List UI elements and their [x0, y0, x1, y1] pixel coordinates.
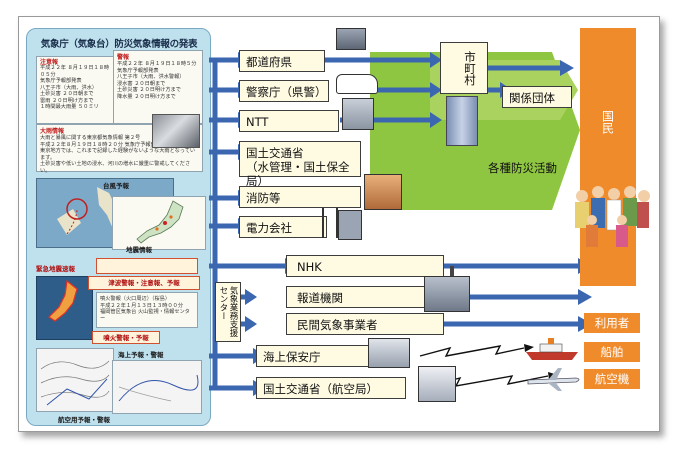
prefecture-building-icon: [336, 28, 366, 50]
aviation-chart: [112, 360, 202, 414]
people-icon: [575, 186, 650, 247]
police-car-icon: [336, 74, 378, 94]
prefecture-box: 都道府県: [239, 50, 325, 72]
fire-station-icon: [364, 174, 402, 210]
weather-chart: [36, 348, 114, 412]
power-box: 電力会社: [239, 216, 327, 238]
advisory-label: 注意報: [40, 59, 59, 66]
quake-alert-label: 緊急地震速報: [36, 265, 75, 273]
disaster-activity-label: 各種防災活動: [488, 161, 557, 175]
ntt-box: NTT: [239, 110, 339, 132]
nhk-box: NHK: [286, 255, 444, 277]
warning-document: 平成２２年 ８月１９日１８時５分気象庁予報部発表八王子市（大雨、洪水警報）浸水害…: [113, 50, 203, 124]
tsunami-label: 津波警報・注意報、予報: [88, 276, 200, 290]
ntt-building-icon: [342, 98, 374, 130]
power-building-icon: [338, 210, 362, 240]
citizens-label: 国民: [600, 110, 615, 134]
aviation-label: 航空用予報・警報: [58, 416, 110, 424]
support-center-box: 気象業務支援センター: [215, 282, 241, 342]
coast-guard-station-icon: [368, 338, 410, 368]
city-hall-icon: [446, 96, 478, 146]
tsunami-map: [36, 276, 93, 340]
volcano-label: 噴火警報・予報: [92, 331, 160, 344]
related-orgs-box: 関係団体: [502, 86, 572, 108]
airplane-icon: [527, 368, 580, 391]
private-weather-box: 民間気象事業者: [286, 313, 444, 335]
typhoon-label: 台風予報: [103, 182, 129, 190]
mlit-aviation-box: 国土交通省（航空局）: [256, 377, 406, 399]
ship-icon: [526, 338, 578, 360]
municipality-box: 市町村: [440, 42, 488, 94]
fire-box: 消防等: [239, 186, 361, 208]
volcano-document: 噴火警報（火口周辺）（桜島）平成２２年１月１３日１３時００分福岡管区気象台 火山…: [96, 292, 198, 328]
mlit-water-line2: （水管理・国土保全局）: [246, 160, 350, 188]
users-box: 利用者: [584, 313, 640, 333]
police-box: 警察庁（県警）: [239, 80, 329, 102]
marine-label: 海上予報・警報: [118, 351, 164, 359]
warning-label: 警報: [117, 54, 130, 61]
panel-title: 気象庁（気象台）防災気象情報の発表: [40, 39, 198, 50]
press-box: 報道機関: [286, 286, 430, 308]
coast-guard-box: 海上保安庁: [256, 345, 404, 367]
satellite-image: [152, 114, 200, 148]
aircraft-box: 航空機: [584, 369, 640, 389]
control-tower-icon: [418, 366, 456, 402]
heavy-rain-label: 大雨情報: [40, 128, 65, 135]
quake-alert-doc: [96, 258, 198, 274]
advisory-document: 平成２２年 ８月１９日１８時０５分気象庁予報部発表八王子市（大雨、洪水）土砂災害…: [36, 56, 114, 124]
heavy-rain-document: 大雨と暴風に関する東京都気象情報 第２号平成２２年８月１９日１８時２０分 気象庁…: [36, 124, 203, 174]
earthquake-info-label: 地震情報: [126, 246, 152, 254]
ships-box: 船舶: [584, 342, 640, 362]
power-tower-icon: [322, 208, 338, 238]
earthquake-map: [112, 196, 206, 250]
press-building-icon: [424, 276, 470, 312]
mlit-water-box: 国土交通省 （水管理・国土保全局）: [239, 141, 361, 188]
mlit-water-line1: 国土交通省: [246, 146, 304, 160]
